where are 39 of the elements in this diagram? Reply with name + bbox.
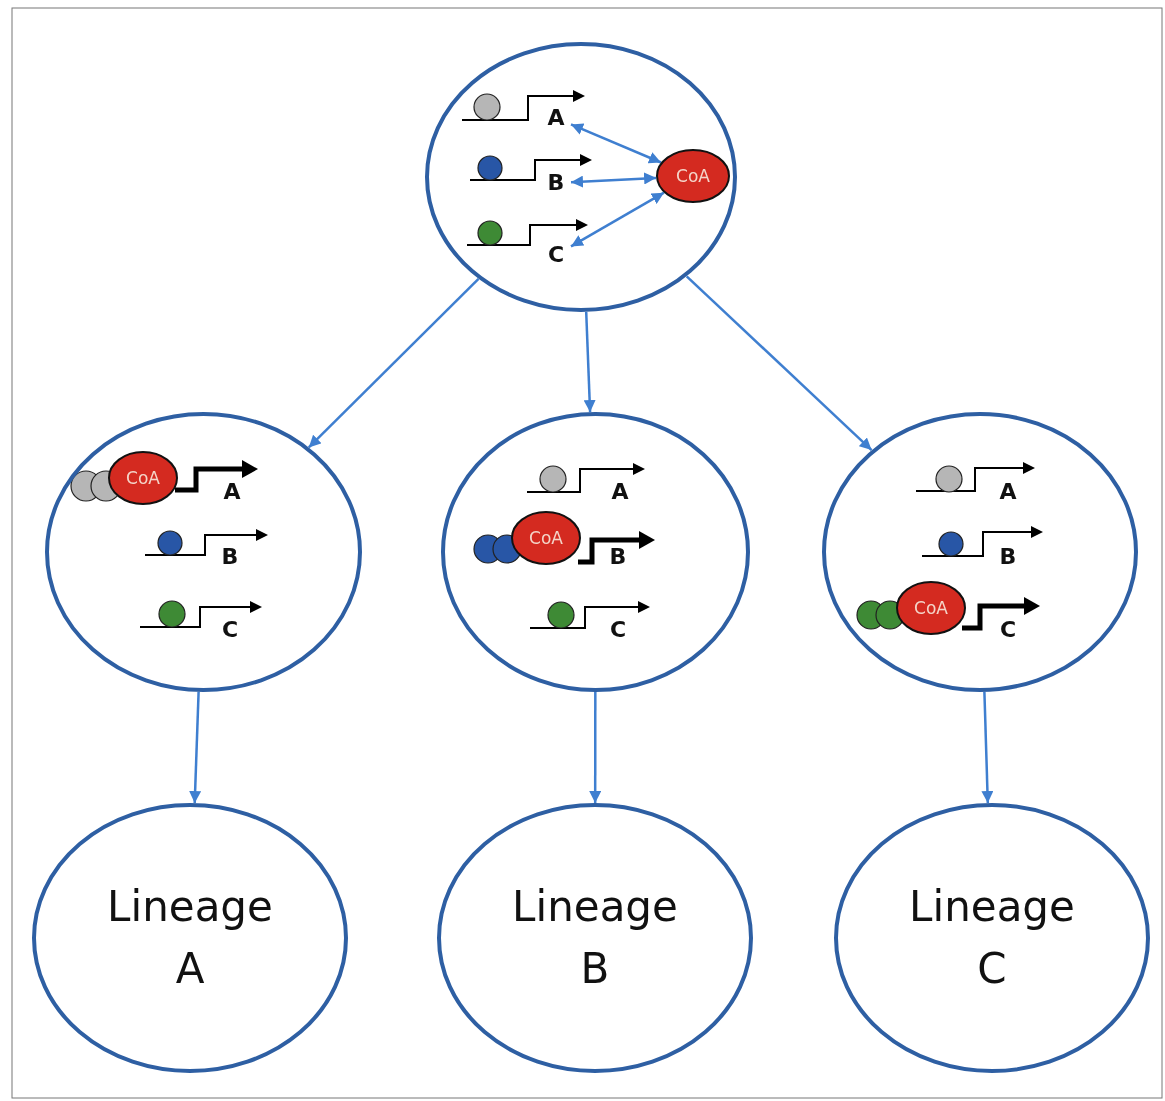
lineage-label: Lineage A	[106, 881, 274, 995]
arrow	[570, 123, 662, 164]
gene-label: A	[222, 478, 242, 506]
arrow	[307, 277, 480, 449]
protein-label: CoA	[676, 166, 710, 186]
cell-circle	[822, 412, 1138, 692]
protein-ellipse	[896, 581, 966, 635]
arrow	[981, 691, 994, 804]
lineage-label: Lineage C	[908, 881, 1076, 995]
gene-label: B	[998, 543, 1018, 571]
protein-label: CoA	[914, 598, 948, 618]
protein-ellipse	[656, 149, 730, 203]
arrow	[189, 691, 202, 804]
arrow	[685, 275, 873, 451]
gene-label: B	[220, 543, 240, 571]
protein-label: CoA	[529, 528, 563, 548]
protein-ellipse	[108, 451, 178, 505]
arrow	[589, 692, 602, 803]
cell-circle	[425, 42, 737, 312]
gene-label: B	[544, 169, 568, 197]
gene-label: C	[544, 241, 568, 269]
cell-circle	[45, 412, 362, 692]
gene-label: C	[608, 616, 628, 644]
cell-circle	[441, 412, 750, 692]
arrow	[583, 311, 596, 413]
gene-label: B	[608, 543, 628, 571]
arrow	[570, 172, 657, 188]
lineage-label: Lineage B	[511, 881, 679, 995]
gene-label: A	[610, 478, 630, 506]
lineage-circle	[437, 803, 753, 1073]
arrow	[570, 191, 665, 248]
gene-label: C	[220, 616, 240, 644]
protein-ellipse	[511, 511, 581, 565]
protein-label: CoA	[126, 468, 160, 488]
gene-label: A	[998, 478, 1018, 506]
gene-label: C	[998, 616, 1018, 644]
lineage-circle	[32, 803, 348, 1073]
gene-label: A	[544, 104, 568, 132]
lineage-circle	[834, 803, 1150, 1073]
